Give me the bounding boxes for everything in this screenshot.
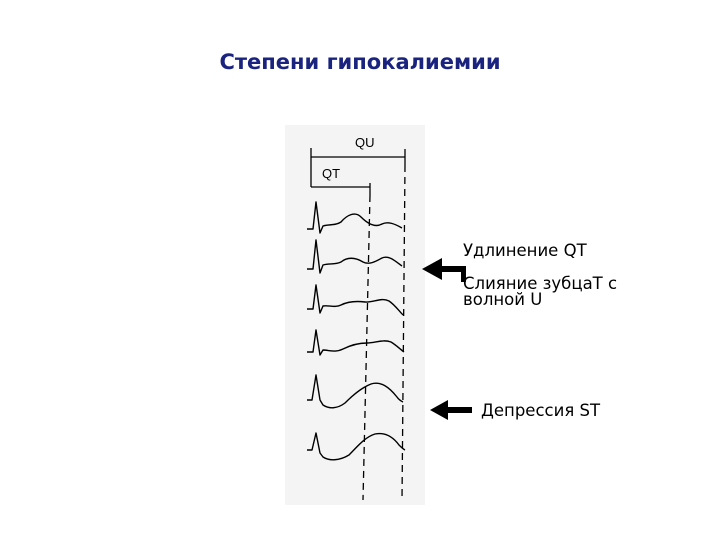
- ecg-trace-5: [307, 374, 404, 409]
- ecg-trace-2: [307, 239, 403, 274]
- qt-bracket: [311, 183, 371, 195]
- arrow-left-icon: [422, 258, 466, 282]
- tu-fusion-label-line1: Слияние зубцаТ с: [463, 274, 618, 293]
- arrow-left-icon: [430, 400, 472, 420]
- ecg-trace-3: [307, 284, 404, 316]
- qt-end-dashed-line: [362, 194, 371, 501]
- qu-label: QU: [355, 135, 375, 150]
- tu-fusion-label-line2: волной U: [463, 290, 543, 309]
- ecg-trace-6: [307, 432, 406, 461]
- ecg-hypokalemia-figure: QU QT: [285, 125, 425, 505]
- qu-bracket: [310, 148, 406, 187]
- st-depression-label: Депрессия ST: [481, 401, 601, 420]
- qt-prolongation-label: Удлинение QT: [463, 241, 587, 260]
- ecg-trace-4: [307, 329, 405, 356]
- qu-end-dashed-line: [401, 164, 406, 501]
- qt-label: QT: [322, 166, 340, 181]
- page-title: Степени гипокалиемии: [219, 50, 501, 74]
- ecg-trace-1: [307, 201, 403, 234]
- figure-background: [285, 125, 425, 505]
